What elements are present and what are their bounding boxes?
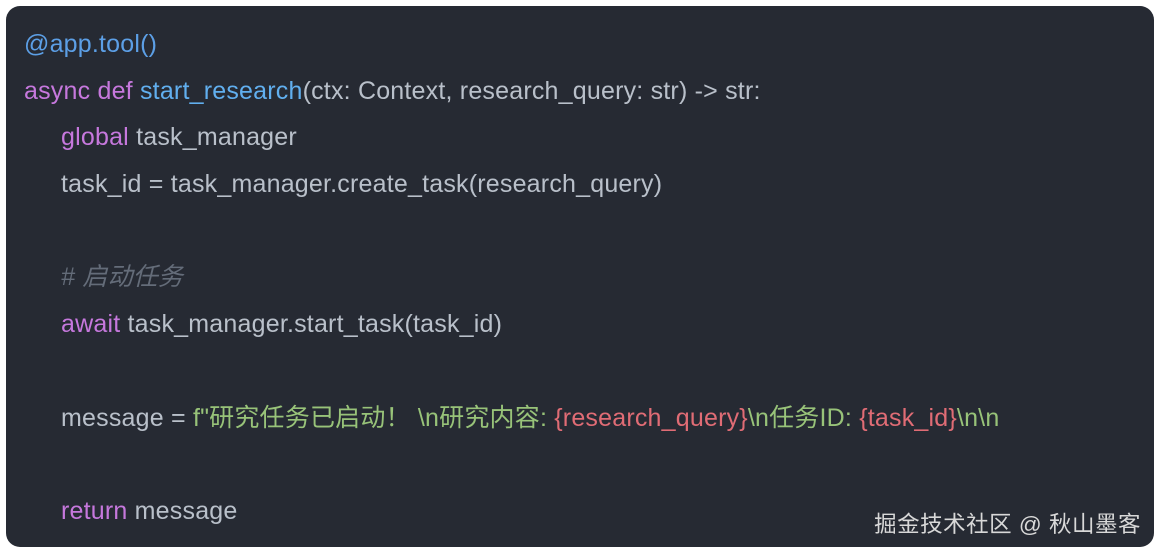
token-decorator: @app.tool()	[24, 30, 158, 58]
code-line: async def start_research(ctx: Context, r…	[24, 68, 1154, 115]
token-plain: task_id = task_manager.create_task(resea…	[61, 170, 663, 199]
token-keyword: await	[61, 310, 121, 339]
watermark: 掘金技术社区 @ 秋山墨客	[874, 512, 1141, 537]
code-block: @app.tool() async def start_research(ctx:…	[24, 21, 1154, 535]
token-plain: task_manager	[128, 123, 297, 152]
token-function: start_research	[139, 76, 303, 105]
token-string: f"研究任务已启动！ \n研究内容:	[192, 403, 555, 432]
token-string: \n\n	[956, 403, 1000, 432]
code-line: @app.tool()	[24, 21, 1154, 68]
code-line: await task_manager.start_task(task_id)	[24, 301, 1154, 348]
token-plain	[133, 77, 140, 105]
token-keyword: global	[61, 123, 129, 152]
token-interp: {research_query}	[554, 403, 748, 432]
token-plain: message	[127, 496, 238, 525]
token-comment: # 启动任务	[61, 263, 184, 292]
token-string: \n任务ID:	[747, 403, 860, 432]
code-line-blank	[24, 348, 1154, 395]
code-line-blank	[24, 441, 1154, 488]
code-line-blank	[24, 208, 1154, 255]
code-panel: @app.tool() async def start_research(ctx:…	[6, 6, 1154, 547]
code-line: # 启动任务	[24, 254, 1154, 301]
code-line: message = f"研究任务已启动！ \n研究内容: {research_q…	[24, 395, 1154, 442]
token-interp: {task_id}	[859, 403, 957, 432]
code-line: task_id = task_manager.create_task(resea…	[24, 161, 1154, 208]
token-keyword: return	[61, 496, 128, 525]
token-plain: (ctx: Context, research_query: str) -> s…	[302, 76, 761, 105]
code-line: global task_manager	[24, 114, 1154, 161]
token-keyword: def	[97, 76, 133, 105]
token-plain: message =	[61, 403, 193, 432]
token-plain: task_manager.start_task(task_id)	[120, 310, 503, 339]
code-line: return message	[24, 488, 1154, 535]
token-keyword: async	[24, 76, 91, 105]
